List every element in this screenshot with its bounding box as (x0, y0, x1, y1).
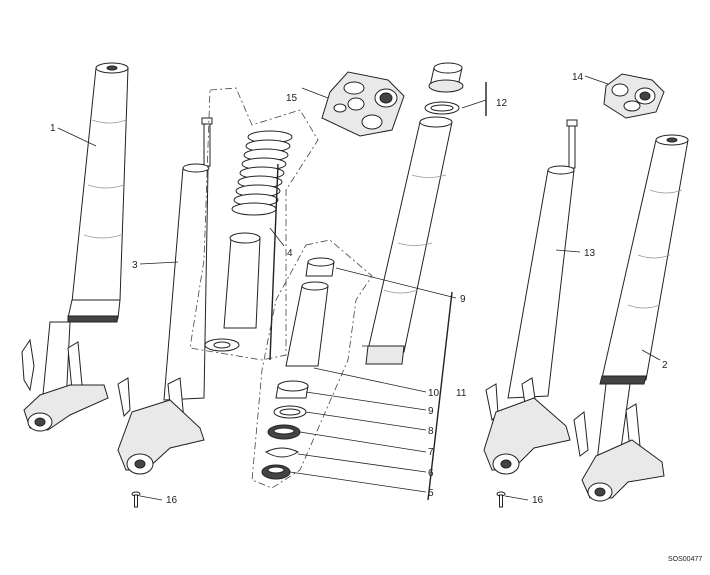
part-8-washer (273, 405, 307, 419)
callout-9-lower: 9 (428, 406, 434, 417)
spring-coils (231, 130, 293, 216)
leader-lines (57, 75, 661, 501)
part-6-circlip (264, 447, 300, 458)
callout-4: 4 (287, 248, 293, 259)
callout-7: 7 (428, 447, 434, 458)
callout-12: 12 (496, 98, 508, 109)
part-16-screw-right (496, 491, 506, 508)
part-9-upper-bushing (305, 257, 335, 277)
callout-16-left: 16 (166, 495, 178, 506)
callout-13: 13 (584, 248, 596, 259)
center-outer-tube (365, 116, 453, 365)
callout-labels: 1 2 3 4 5 6 7 8 9 9 10 11 12 13 14 15 16… (50, 72, 668, 506)
dashed-group-outline-center (251, 239, 373, 489)
callout-6: 6 (428, 468, 434, 479)
part-3-fork-inner-tube (117, 117, 213, 475)
part-4-spring-kit (204, 130, 293, 361)
part-5-dust-seal (261, 464, 291, 480)
callout-16-right: 16 (532, 495, 544, 506)
callout-9-upper: 9 (460, 294, 466, 305)
bracket-group-11 (427, 291, 453, 501)
callout-3: 3 (132, 260, 138, 271)
part-7-oil-seal (267, 424, 301, 440)
part-12-fork-cap (424, 62, 487, 116)
part-15-fork-cap-plate (321, 71, 405, 137)
callout-1: 1 (50, 123, 56, 134)
part-2-fork-outer-tube (573, 134, 689, 502)
callout-10: 10 (428, 388, 440, 399)
spacer-tube (223, 237, 261, 329)
part-9-lower-bushing (275, 380, 309, 399)
part-10-damper-tube (285, 281, 329, 367)
callout-2: 2 (662, 360, 668, 371)
callout-15: 15 (286, 93, 298, 104)
part-13-fork-inner-tube (483, 119, 578, 475)
callout-11: 11 (456, 388, 467, 399)
callout-14: 14 (572, 72, 584, 83)
part-14-fork-cap-plate (603, 73, 665, 119)
part-1-fork-outer-tube (21, 62, 129, 432)
callout-8: 8 (428, 426, 434, 437)
dashed-group-outline-left (189, 87, 319, 361)
callout-5: 5 (428, 488, 434, 499)
drawing-code: SOS00477 (668, 556, 702, 563)
part-16-screw-left (131, 491, 141, 508)
